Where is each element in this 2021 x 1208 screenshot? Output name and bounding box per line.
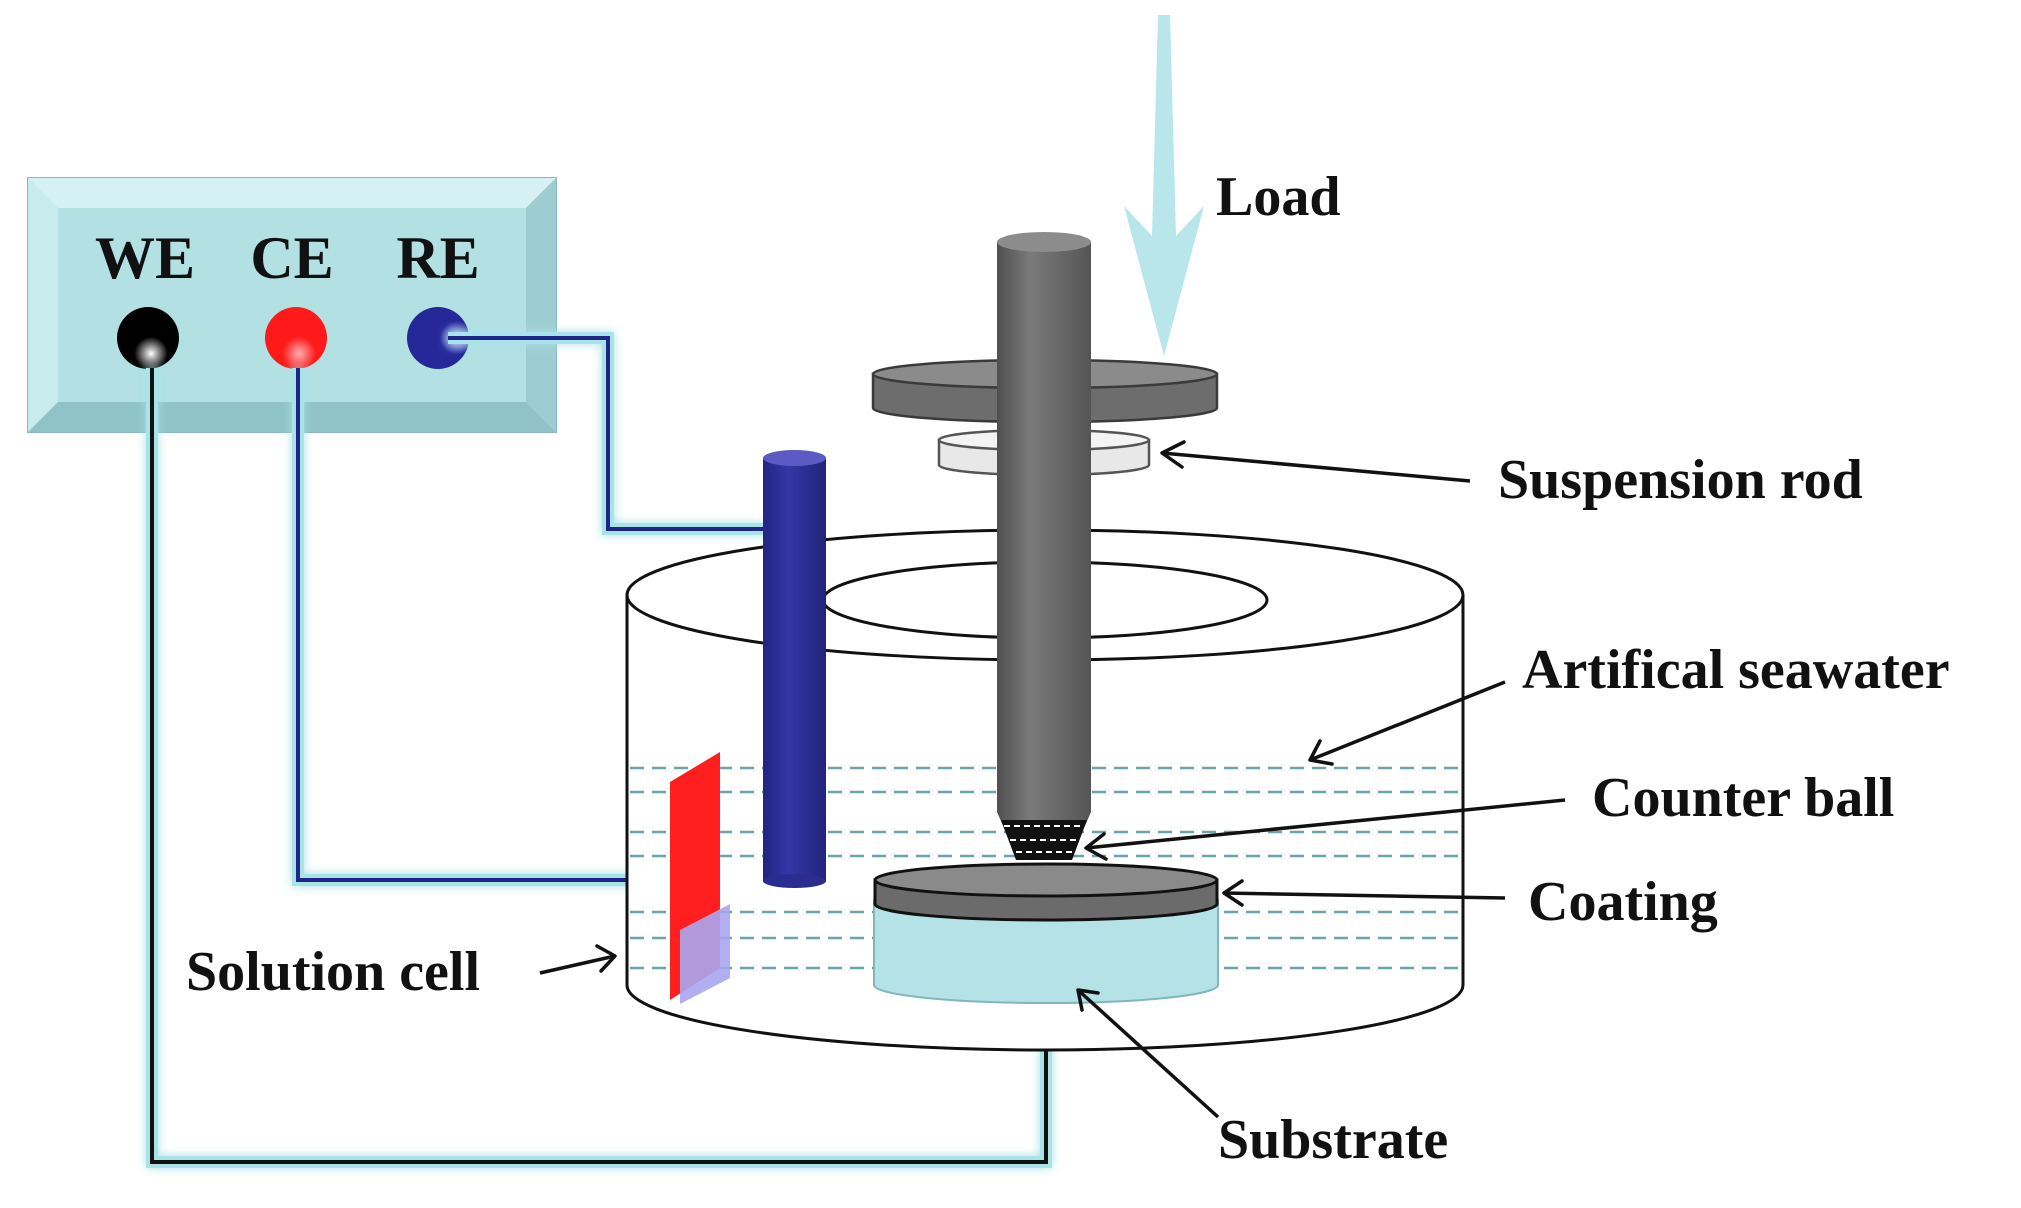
load-arrow-icon xyxy=(1124,15,1204,356)
substrate-label: Substrate xyxy=(1218,1109,1448,1171)
solution-cell-label: Solution cell xyxy=(186,941,480,1003)
re-terminal-label: RE xyxy=(396,225,479,291)
artificial-seawater-label: Artifical seawater xyxy=(1522,639,1950,701)
counter-ball-pointer xyxy=(1085,798,1566,850)
ce-terminal-label: CE xyxy=(250,225,333,291)
suspension-rod-pointer xyxy=(1161,451,1471,483)
we-terminal-jack xyxy=(117,307,179,369)
we-wire xyxy=(150,368,1048,1164)
artificial-seawater-arrowhead xyxy=(1308,739,1334,766)
solution-cell-pointer xyxy=(539,954,616,975)
artificial-seawater-pointer xyxy=(1309,680,1506,762)
suspension-rod xyxy=(997,232,1091,860)
substrate-pointer xyxy=(1076,988,1220,1119)
substrate xyxy=(873,899,1219,1004)
suspension-rod-arrowhead xyxy=(1160,440,1186,469)
coating-pointer xyxy=(1223,891,1506,900)
counter-ball-arrowhead xyxy=(1084,832,1108,861)
we-terminal-label: WE xyxy=(95,225,195,291)
coating-arrowhead xyxy=(1222,879,1244,907)
counter-ball xyxy=(1001,820,1087,860)
solution-cell-arrowhead xyxy=(595,944,617,973)
re-terminal-jack xyxy=(407,307,469,369)
coating-label: Coating xyxy=(1528,871,1718,933)
coating xyxy=(873,862,1219,922)
ce-wire-glow xyxy=(292,368,680,886)
suspension-rod-label: Suspension rod xyxy=(1498,449,1863,511)
counter-ball-label: Counter ball xyxy=(1592,767,1894,829)
reference-electrode xyxy=(763,450,826,888)
substrate-arrowhead xyxy=(1076,988,1100,1012)
load-label: Load xyxy=(1216,166,1341,228)
ce-terminal-jack xyxy=(265,307,327,369)
ce-wire xyxy=(296,368,680,882)
re-wire xyxy=(448,336,766,531)
counter-electrode xyxy=(670,752,730,1004)
